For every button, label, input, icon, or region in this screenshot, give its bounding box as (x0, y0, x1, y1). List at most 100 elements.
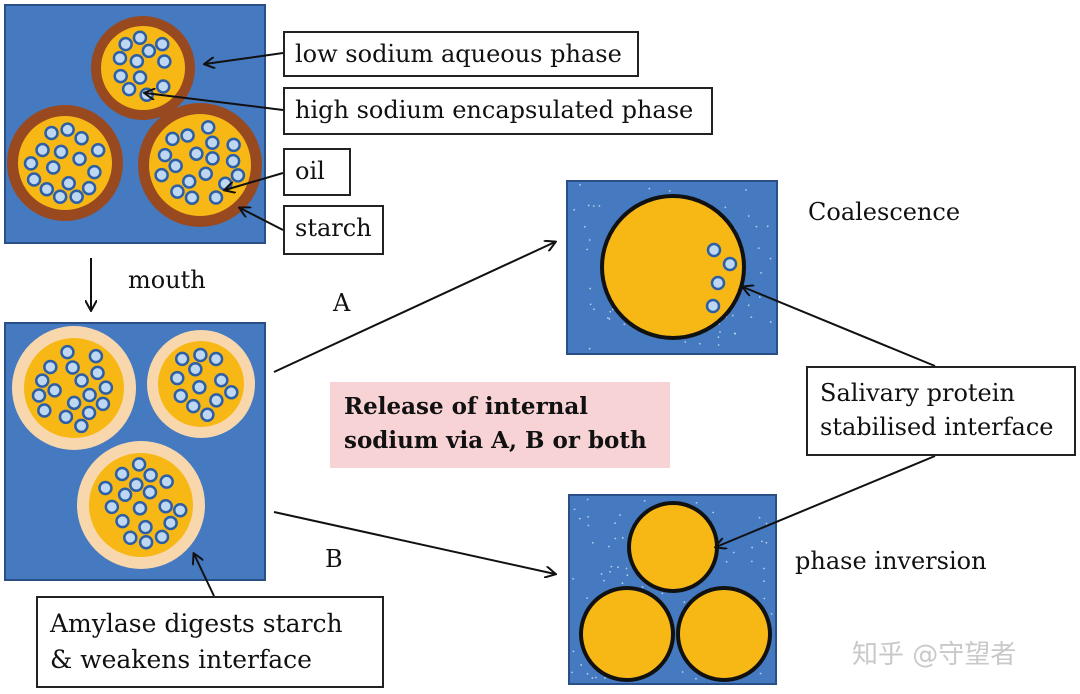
protein-speckle (668, 190, 671, 192)
arrow-path-b (273, 511, 555, 574)
protein-speckle (750, 560, 753, 563)
encapsulated-droplets-2 (31, 344, 239, 550)
protein-speckle (766, 225, 769, 228)
protein-speckle (578, 517, 581, 520)
encapsulated-droplet (43, 359, 58, 375)
encapsulated-droplet (155, 79, 171, 94)
label-salivary-line-1: Salivary protein (820, 379, 1015, 407)
label-starch: starch (283, 205, 384, 255)
encapsulated-droplet (44, 125, 59, 141)
protein-speckle (589, 287, 592, 290)
watermark: 知乎 @守望者 (852, 640, 1017, 670)
protein-speckle (661, 592, 664, 595)
encapsulated-droplet (60, 122, 75, 137)
encapsulated-droplet (35, 373, 50, 388)
protein-speckle (621, 582, 624, 585)
encapsulated-droplet (224, 385, 239, 400)
oil-droplet-top (627, 501, 719, 593)
encapsulated-droplet (226, 137, 241, 153)
encapsulated-droplet (142, 484, 158, 500)
protein-speckle (588, 239, 591, 241)
mouth-emulsion-panel (4, 322, 266, 581)
encapsulated-droplet (198, 166, 213, 181)
arrow-starch (240, 208, 284, 231)
label-salivary-line-2: stabilised interface (820, 413, 1054, 441)
encapsulated-droplet (87, 164, 102, 180)
protein-speckle (603, 579, 605, 582)
encapsulated-droplet (193, 347, 208, 363)
encapsulated-droplet (81, 405, 97, 421)
encapsulated-droplet (35, 142, 50, 158)
encapsulated-droplet (45, 160, 61, 175)
protein-speckle (587, 204, 590, 207)
encapsulated-droplet (114, 466, 130, 482)
protein-speckle (614, 537, 617, 540)
protein-speckle (717, 344, 720, 346)
arrow-amylase (194, 554, 215, 597)
label-oil: oil (283, 148, 351, 196)
encapsulated-droplet (208, 190, 224, 205)
protein-speckle (614, 522, 616, 524)
encapsulated-droplets-3 (705, 242, 738, 314)
protein-speckle (747, 304, 750, 307)
encapsulated-droplet (115, 513, 130, 529)
encapsulated-droplet (132, 70, 148, 85)
protein-speckle (717, 336, 720, 339)
encapsulated-droplet (184, 190, 200, 205)
encapsulated-droplet (139, 87, 154, 103)
encapsulated-droplet (173, 388, 189, 404)
encapsulated-droplet (163, 515, 178, 531)
encapsulated-droplet (90, 365, 105, 381)
encapsulated-droplet (118, 36, 133, 52)
coalescence-panel (566, 180, 778, 355)
protein-speckle (712, 511, 715, 514)
encapsulated-droplet (157, 54, 172, 69)
arrow-high-sodium (145, 93, 284, 111)
coalesced-oil-droplet (600, 194, 746, 340)
encapsulated-droplet (155, 36, 170, 52)
encapsulated-droplet (104, 499, 120, 515)
encapsulated-droplet (129, 477, 144, 492)
encapsulated-droplet (225, 153, 241, 169)
encapsulated-droplet (47, 383, 62, 398)
encapsulated-droplet (705, 298, 721, 314)
label-oil-text: oil (295, 157, 325, 185)
label-phase-inversion: phase inversion (795, 547, 987, 575)
protein-speckle (769, 321, 772, 323)
protein-speckle (610, 565, 613, 568)
protein-speckle (625, 567, 628, 570)
starch-droplet-right (138, 103, 262, 227)
protein-speckle (626, 574, 629, 577)
protein-speckle (572, 650, 575, 653)
encapsulated-droplet (90, 143, 106, 158)
protein-speckle (598, 204, 601, 207)
protein-speckle (719, 331, 721, 333)
arrow-salivary-phase-inversion (716, 455, 936, 547)
weakened-droplet-left (12, 326, 136, 450)
encapsulated-droplet (81, 180, 97, 196)
encapsulated-droplet (26, 172, 42, 187)
encapsulated-droplet (154, 529, 170, 545)
protein-speckle (589, 303, 592, 306)
protein-speckle (587, 524, 590, 527)
protein-speckle (594, 676, 597, 679)
label-high-sodium-text: high sodium encapsulated phase (295, 96, 694, 124)
encapsulated-droplet (159, 474, 174, 489)
phase-inversion-panel (568, 494, 777, 685)
encapsulated-droplet (60, 344, 75, 360)
encapsulated-droplet (121, 81, 137, 97)
encapsulated-droplet (200, 120, 216, 135)
protein-speckle (765, 522, 768, 525)
label-low-sodium-text: low sodium aqueous phase (295, 40, 622, 68)
protein-speckle (683, 601, 686, 604)
encapsulated-droplet (154, 167, 169, 183)
protein-speckle (750, 316, 753, 319)
protein-speckle (586, 248, 589, 251)
protein-speckle (765, 541, 768, 544)
protein-speckle (643, 499, 646, 502)
encapsulated-droplet (205, 151, 220, 166)
protein-speckle (751, 546, 754, 549)
encapsulated-droplet (722, 256, 738, 272)
protein-speckle (641, 586, 644, 588)
